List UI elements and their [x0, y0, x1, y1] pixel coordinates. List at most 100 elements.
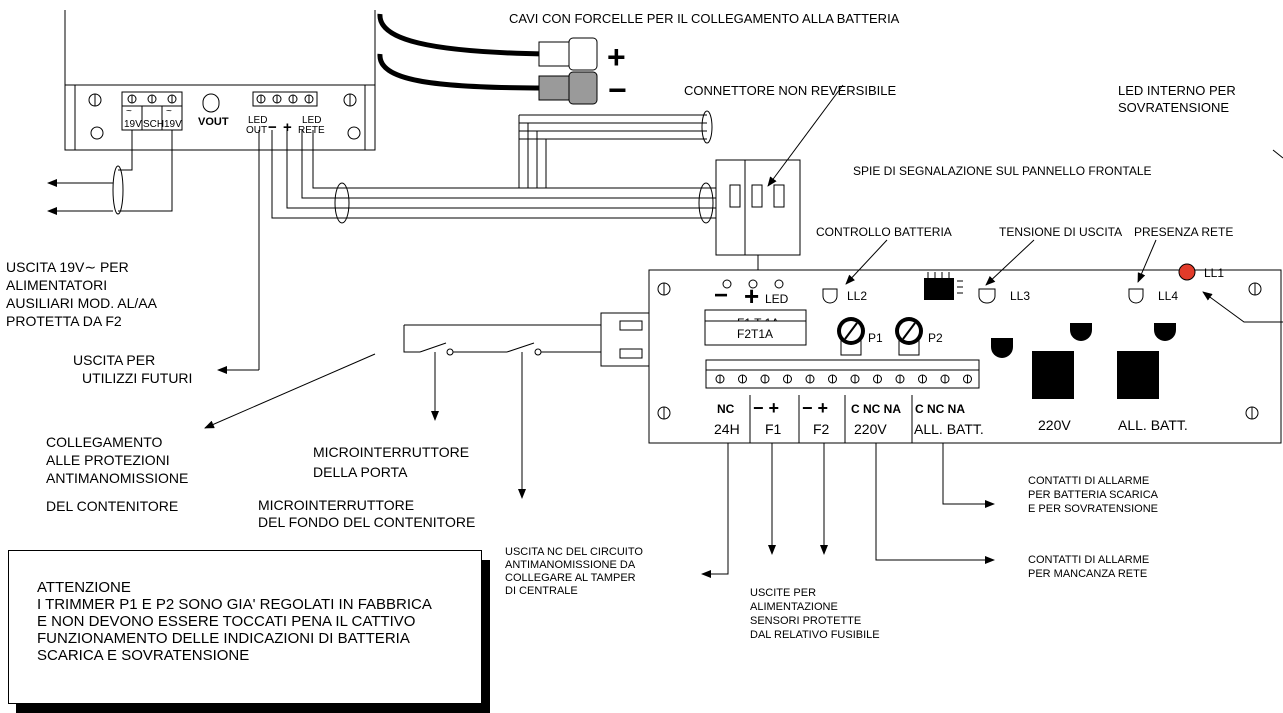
terminal-all-batt-label: ALL. BATT.: [914, 421, 984, 437]
wire-bundle-to-connector: [271, 110, 783, 224]
label-tamper: ALLE PROTEZIONI: [46, 452, 170, 468]
label-led-internal: SOVRATENSIONE: [1118, 100, 1229, 115]
relay-220v-label: 220V: [1038, 417, 1071, 433]
led-out-label: LED: [248, 115, 267, 126]
note-line: E NON DEVONO ESSERE TOCCATI PENA IL CATT…: [37, 613, 416, 630]
terminal-24h-label: 24H: [714, 421, 740, 437]
label-alarm-battery: CONTATTI DI ALLARME: [1028, 475, 1149, 487]
led-ll1-red-icon: [1178, 263, 1196, 281]
terminal-label-19v: 19V: [124, 119, 142, 130]
relay-dome-icon: [1154, 323, 1176, 341]
chip-icon: [924, 278, 954, 300]
label-mains-present: PRESENZA RETE: [1134, 225, 1233, 239]
ac-symbol: ~: [126, 106, 132, 117]
terminal-strip: [705, 359, 980, 389]
power-supply-unit: ~ ~ 19V SCH 19V VOUT LED OUT − + LED RET…: [64, 10, 376, 151]
ac-symbol: ~: [166, 106, 172, 117]
label-tamper: DEL CONTENITORE: [46, 498, 178, 514]
led-ll1-label: LL1: [1204, 266, 1224, 280]
label-nc-output: ANTIMANOMISSIONE DA: [505, 559, 636, 571]
label-alarm-mains: PER MANCANZA RETE: [1028, 568, 1147, 580]
label-out19: AUSILIARI MOD. AL/AA: [6, 295, 158, 311]
terminal-label-19v: 19V: [164, 119, 182, 130]
wires-19v-output: [47, 130, 173, 215]
board-minus-label: −: [714, 282, 728, 309]
terminal-f2-label: F2: [813, 421, 830, 437]
label-out19: USCITA 19V∼ PER: [6, 259, 129, 275]
control-board: − + LED F1 T 1A F2T1A LL2 LL3 LL4 LL1: [648, 263, 1282, 444]
terminal-c-nc-na-batt-label: C NC NA: [915, 402, 965, 416]
relay-220v: [1032, 351, 1074, 399]
led-ll3-label: LL3: [1010, 289, 1030, 303]
label-led-internal: LED INTERNO PER: [1118, 83, 1236, 98]
psu-minus-label: −: [268, 119, 277, 136]
label-out-voltage: TENSIONE DI USCITA: [999, 225, 1122, 239]
led-ll2-icon: [822, 288, 838, 304]
label-sensor-supply: SENSORI PROTETTE: [750, 615, 861, 627]
board-led-label: LED: [765, 292, 789, 306]
terminal-f2-pm-label: − +: [802, 398, 828, 418]
label-alarm-battery: E PER SOVRATENSIONE: [1028, 503, 1158, 515]
relay-dome-icon: [1070, 323, 1092, 341]
label-alarm-battery: PER BATTERIA SCARICA: [1028, 489, 1159, 501]
led-ll3-icon: [978, 288, 996, 304]
label-sensor-supply: ALIMENTAZIONE: [750, 601, 838, 613]
terminal-block-19v: ~ ~ 19V SCH 19V: [121, 91, 183, 131]
label-sensor-supply: USCITE PER: [750, 587, 816, 599]
label-sensor-supply: DAL RELATIVO FUSIBILE: [750, 629, 880, 641]
label-out19: PROTETTA DA F2: [6, 313, 122, 329]
led-rete-label: LED: [302, 115, 321, 126]
mounting-hole-icon: [347, 126, 361, 140]
vout-trimmer: [202, 93, 220, 113]
terminal-220v-label: 220V: [854, 421, 887, 437]
terminal-c-nc-na-220-label: C NC NA: [851, 402, 901, 416]
terminal-label-sch: SCH: [143, 119, 164, 130]
label-nc-output: DI CENTRALE: [505, 585, 578, 597]
label-bottom-switch: DEL FONDO DEL CONTENITORE: [258, 514, 475, 530]
label-alarm-mains: CONTATTI DI ALLARME: [1028, 554, 1149, 566]
label-future-use: USCITA PER: [73, 352, 155, 368]
board-plus-label: +: [744, 281, 759, 311]
callout-arrows: [701, 84, 1283, 578]
label-nc-output: COLLEGARE AL TAMPER: [505, 572, 636, 584]
label-future-use: UTILIZZI FUTURI: [82, 370, 192, 386]
mounting-hole-icon: [90, 126, 104, 140]
plug-positive: [538, 41, 570, 67]
psu-plus-label: +: [283, 119, 292, 136]
vout-label: VOUT: [198, 116, 229, 128]
battery-plus-symbol: +: [607, 39, 626, 75]
led-ll2-label: LL2: [847, 289, 867, 303]
label-nc-output: USCITA NC DEL CIRCUITO: [505, 546, 643, 558]
fuse-f2: [704, 320, 807, 346]
led-out-label: OUT: [246, 125, 267, 136]
led-rete-label: RETE: [298, 125, 325, 136]
battery-cables: + −: [377, 13, 627, 108]
led-ll4-label: LL4: [1158, 289, 1178, 303]
trimmer-p2-icon: [895, 317, 923, 356]
terminal-f1-label: F1: [765, 421, 782, 437]
label-tamper: ANTIMANOMISSIONE: [46, 470, 188, 486]
note-line: ATTENZIONE: [37, 579, 131, 596]
battery-minus-symbol: −: [608, 72, 627, 108]
led-ll4-icon: [1128, 288, 1144, 304]
relay-all-batt: [1117, 351, 1159, 399]
terminal-f1-pm-label: − +: [753, 398, 779, 418]
label-out19: ALIMENTATORI: [6, 277, 107, 293]
fuse-f2-label: F2T1A: [737, 327, 773, 341]
relay-dome-icon: [991, 338, 1013, 358]
note-line: I TRIMMER P1 E P2 SONO GIA' REGOLATI IN …: [37, 596, 432, 613]
terminal-nc-label: NC: [717, 402, 735, 416]
warning-note-box: ATTENZIONE I TRIMMER P1 E P2 SONO GIA' R…: [8, 550, 482, 704]
terminal-block-led: LED OUT − + LED RETE: [246, 91, 325, 136]
tamper-circuit: [204, 312, 650, 499]
trimmer-p2-label: P2: [928, 331, 943, 345]
trimmer-p1-label: P1: [868, 331, 883, 345]
trimmer-p1-icon: [837, 317, 865, 356]
label-front-panel: SPIE DI SEGNALAZIONE SUL PANNELLO FRONTA…: [853, 164, 1152, 178]
label-door-switch: DELLA PORTA: [313, 464, 408, 480]
label-door-switch: MICROINTERRUTTORE: [313, 444, 469, 460]
label-ctrl-battery: CONTROLLO BATTERIA: [816, 225, 952, 239]
relay-all-batt-label: ALL. BATT.: [1118, 417, 1188, 433]
label-connector: CONNETTORE NON REVERSIBILE: [684, 83, 896, 98]
